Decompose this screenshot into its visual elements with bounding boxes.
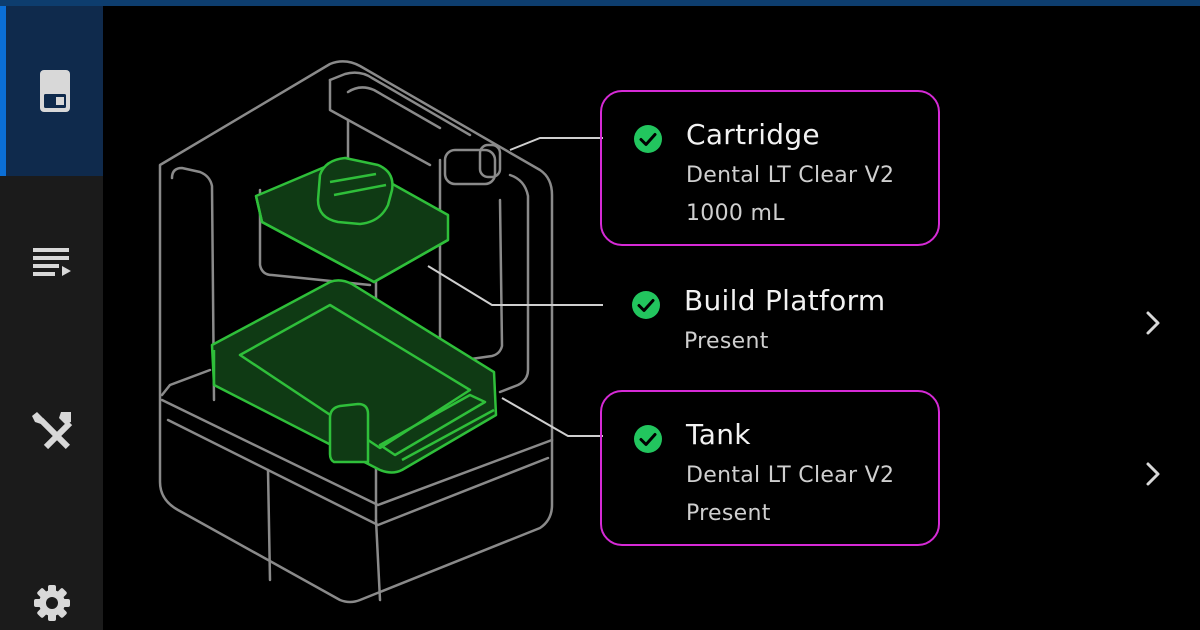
nav-printer[interactable] — [0, 6, 103, 176]
gear-icon — [33, 585, 70, 621]
nav-settings[interactable] — [0, 576, 103, 630]
check-circle-icon — [634, 125, 662, 153]
tank-card[interactable]: Tank Dental LT Clear V2 Present — [600, 390, 940, 546]
top-bar — [0, 0, 1200, 6]
tools-icon — [31, 412, 72, 450]
sidebar-nav — [0, 6, 103, 630]
build-platform-card[interactable]: Build Platform Present — [600, 258, 940, 378]
tank-status: Present — [686, 501, 771, 526]
cartridge-volume: 1000 mL — [686, 201, 785, 226]
cartridge-title: Cartridge — [686, 118, 820, 151]
build-platform-title: Build Platform — [684, 284, 886, 317]
check-circle-icon — [634, 425, 662, 453]
check-circle-icon — [632, 291, 660, 319]
tank-title: Tank — [686, 418, 751, 451]
chevron-right-icon[interactable] — [1143, 460, 1163, 488]
cartridge-card[interactable]: Cartridge Dental LT Clear V2 1000 mL — [600, 90, 940, 246]
nav-queue[interactable] — [0, 226, 103, 296]
printer-illustration — [158, 60, 603, 604]
nav-tools[interactable] — [0, 396, 103, 466]
build-platform-status: Present — [684, 329, 769, 354]
queue-icon — [32, 248, 71, 276]
tank-material: Dental LT Clear V2 — [686, 463, 895, 488]
main-panel: Cartridge Dental LT Clear V2 1000 mL Bui… — [103, 6, 1200, 630]
cartridge-material: Dental LT Clear V2 — [686, 163, 895, 188]
printer-icon — [39, 70, 70, 112]
chevron-right-icon[interactable] — [1143, 309, 1163, 337]
